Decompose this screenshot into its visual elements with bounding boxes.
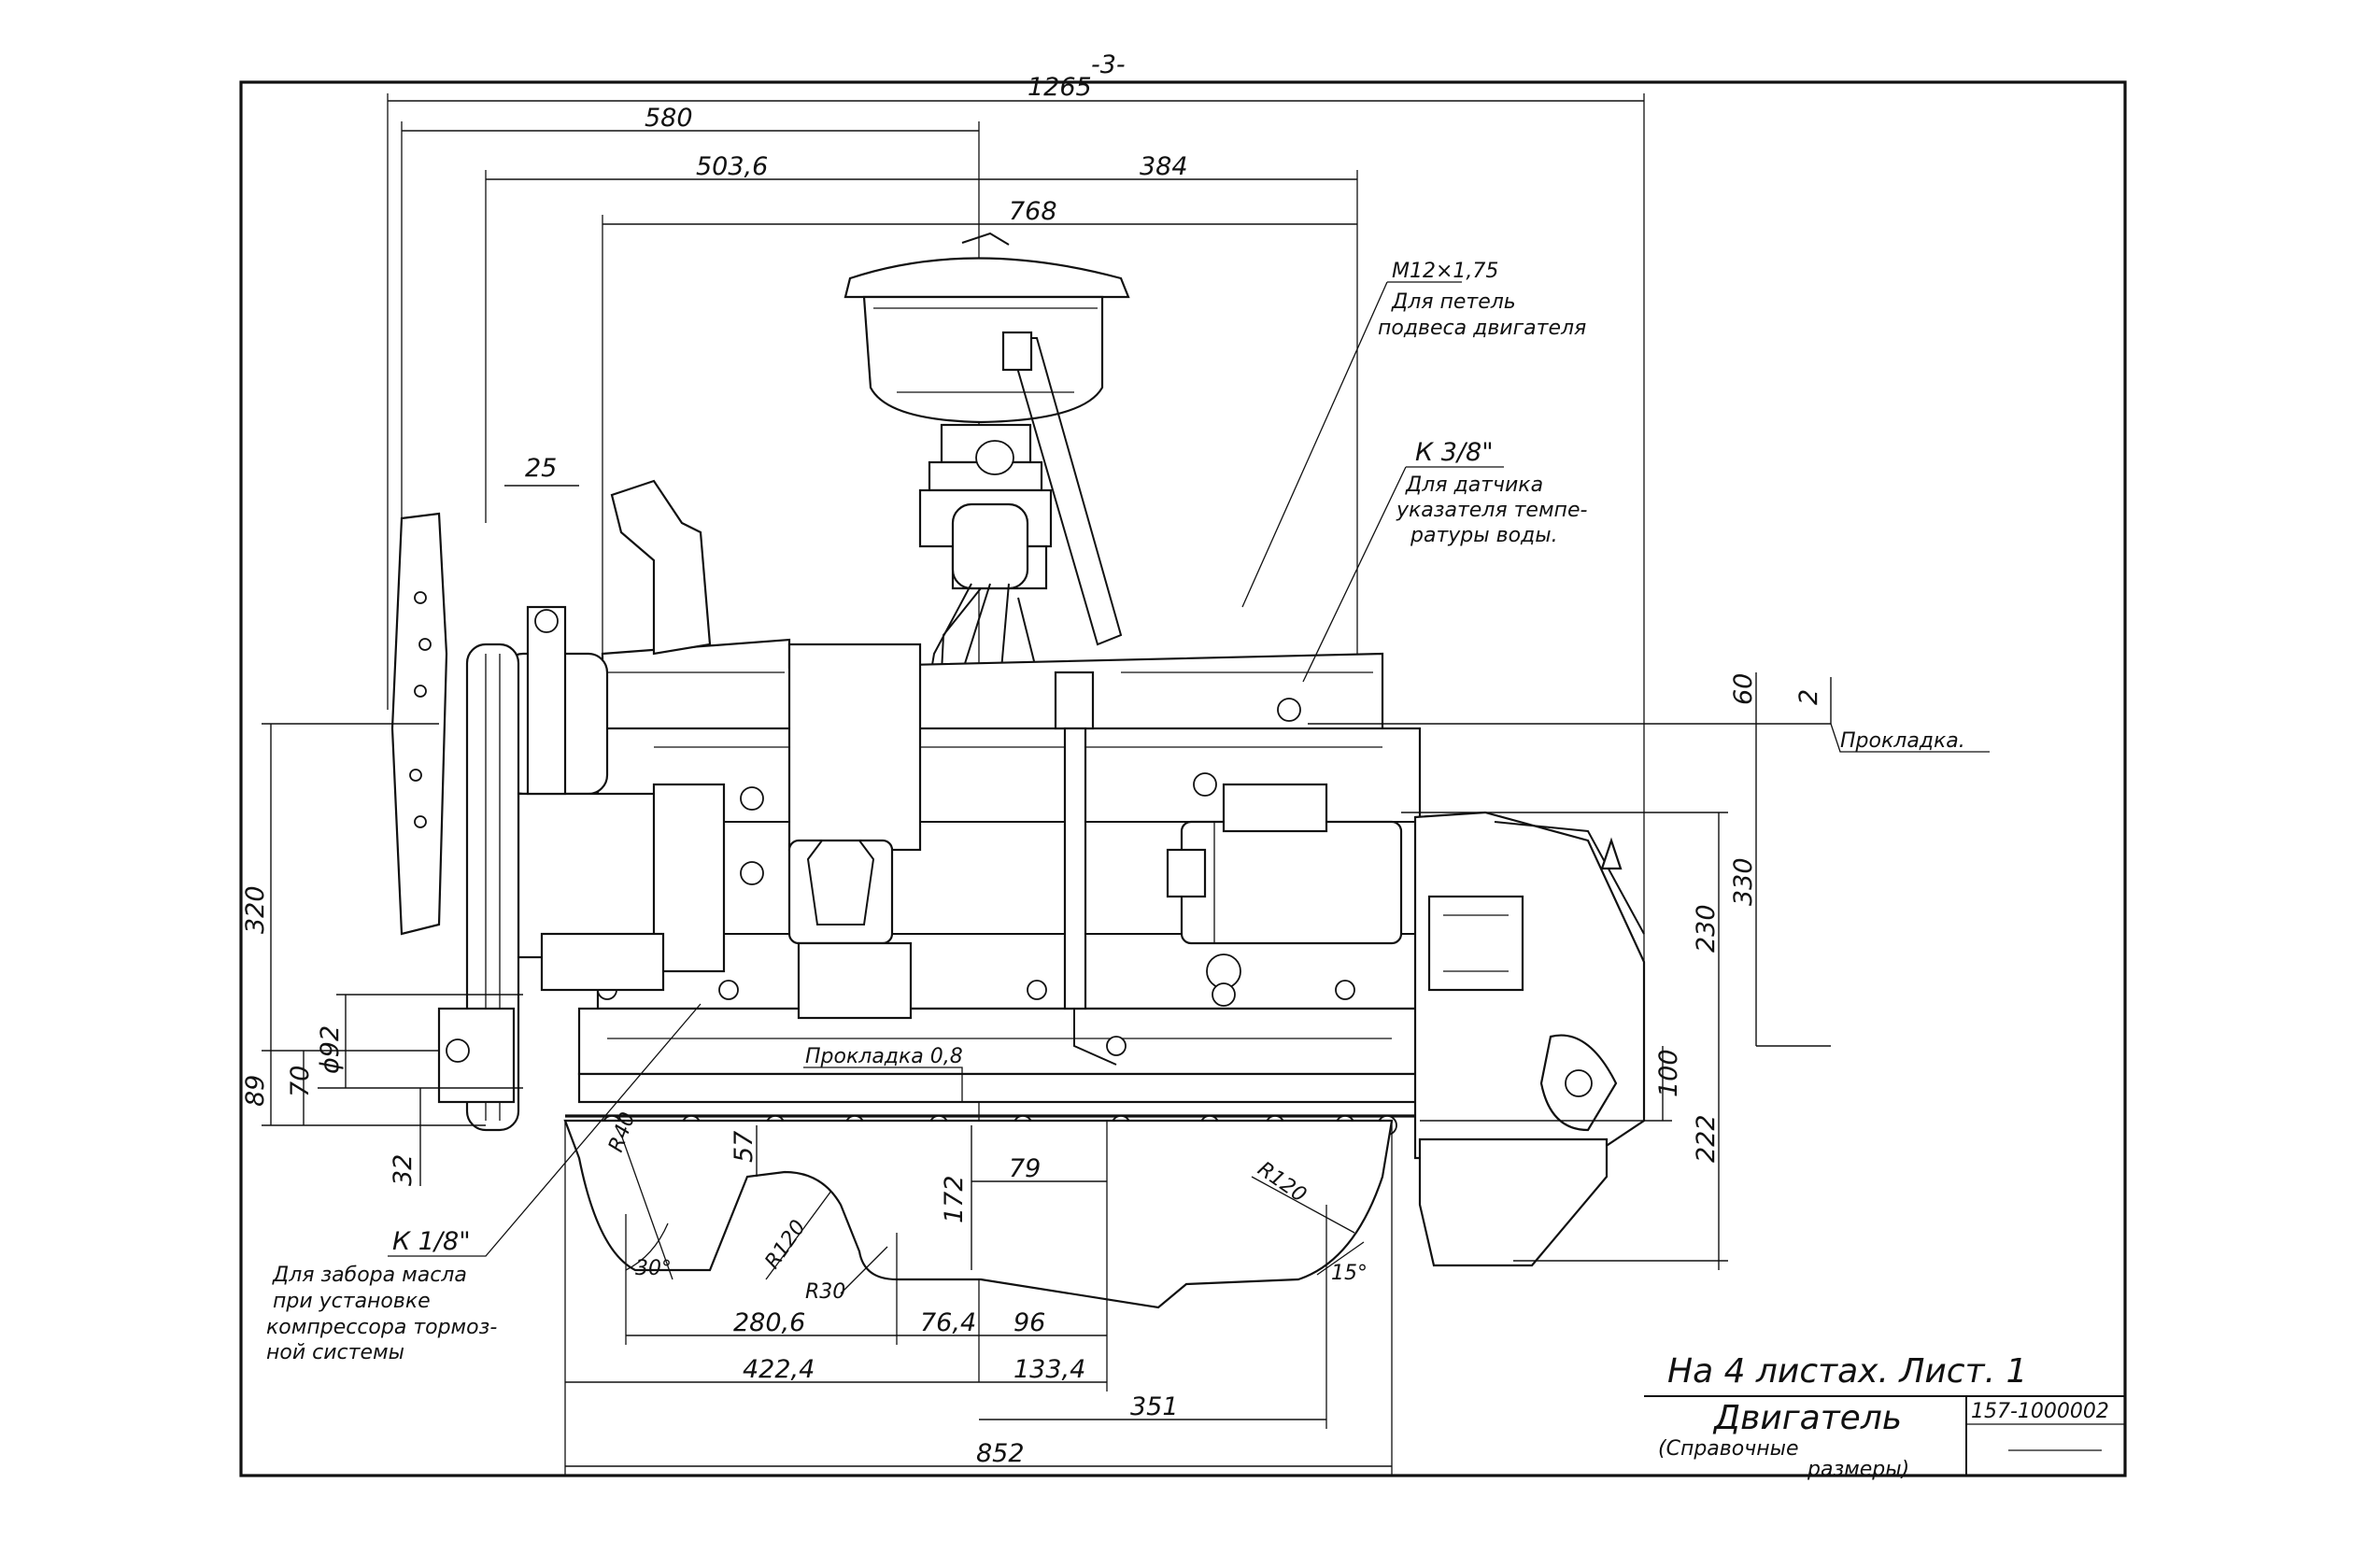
title-subtitle-2: размеры) [1807,1458,1909,1481]
right-dimensions [1308,672,1832,1270]
crank-pulley [437,1007,516,1104]
dim-422-4: 422,4 [743,1355,815,1384]
dim-57: 57 [730,1131,758,1163]
k18-note-line4: ной системы [266,1341,404,1364]
k18-leader [388,1003,702,1257]
dim-230: 230 [1692,904,1721,953]
m12-label: M12×1,75 [1392,260,1498,283]
dim-384: 384 [1140,152,1188,181]
gasket-label: Прокладка. [1840,729,1965,753]
starter-motor [1166,783,1403,945]
flywheel-housing-lower [1418,1137,1609,1267]
left-dimensions [262,485,579,1186]
dim-25: 25 [525,454,557,483]
oil-sump [563,1119,1394,1309]
drawing-frame [239,80,2127,1477]
title-block [1644,1395,2125,1476]
dim-852: 852 [976,1439,1025,1468]
radius-120-left: R120 [760,1216,810,1273]
dim-100: 100 [1654,1049,1683,1097]
gasket-08-label: Прокладка 0,8 [805,1045,963,1068]
dim-580: 580 [645,104,693,133]
dim-768: 768 [1009,197,1057,226]
sheets-label: На 4 листах. Лист. 1 [1667,1352,2027,1391]
dim-503-6: 503,6 [696,152,768,181]
dipstick-tube [1054,671,1127,1066]
title-subtitle-1: (Справочные [1658,1437,1799,1461]
dim-60: 60 [1729,673,1758,705]
angle-15: 15° [1331,1262,1368,1285]
oil-filler-tube [610,479,712,656]
m12-note-line1: Для петель [1391,290,1516,314]
dim-222: 222 [1692,1114,1721,1163]
dim-351: 351 [1130,1392,1179,1421]
dim-32: 32 [389,1154,418,1186]
k18-note-line3: компрессора тормоз- [266,1316,497,1339]
dim-1265: 1265 [1028,73,1092,102]
gasket-leader [1830,723,1990,753]
dim-133-4: 133,4 [1013,1355,1085,1384]
dim-70: 70 [286,1066,315,1097]
k38-note-line2: указателя темпе- [1396,499,1587,522]
rod-bracket [1001,331,1033,372]
k38-note-line1: Для датчика [1405,473,1543,497]
doc-number: 157-1000002 [1971,1400,2109,1423]
dim-330: 330 [1729,857,1758,906]
dim-89: 89 [241,1075,270,1107]
k18-note-line1: Для забора масла [272,1264,467,1287]
k18-label: К 1/8" [392,1227,471,1256]
dim-2: 2 [1794,689,1823,705]
dim-92: ϕ92 [316,1025,345,1074]
k38-label: К 3/8" [1415,438,1494,467]
air-filter [843,232,1130,424]
radius-30: R30 [805,1280,845,1304]
title-name: Двигатель [1712,1399,1902,1437]
manifold [787,643,922,1020]
k38-note-line3: ратуры воды. [1410,524,1558,547]
k38-leader [1302,466,1504,683]
dim-320: 320 [241,885,270,934]
angle-30: 30° [635,1257,672,1280]
m12-note-line2: подвеса двигателя [1378,317,1586,340]
m12-leader [1241,281,1462,608]
k18-note-line2: при установке [273,1290,431,1313]
dim-79: 79 [1009,1154,1041,1183]
dim-172: 172 [940,1175,969,1223]
clutch-housing [1413,811,1646,1160]
dim-76-4: 76,4 [920,1308,976,1337]
sump-dimensions [564,1121,1393,1476]
gasket-08-leader [803,1067,963,1102]
dim-96: 96 [1013,1308,1045,1337]
dim-280-6: 280,6 [733,1308,805,1337]
page-number: -3- [1091,50,1126,79]
